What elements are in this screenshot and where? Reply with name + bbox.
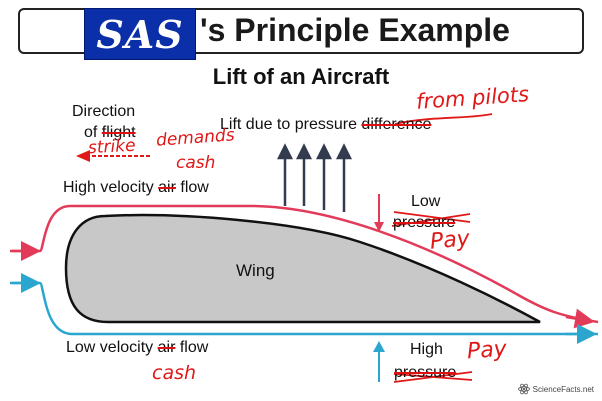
label-high: High <box>410 341 443 358</box>
label-wing: Wing <box>236 261 275 280</box>
label-direction-of-flight: of flight <box>84 124 136 142</box>
annotation-pay-high: Pay <box>466 336 508 365</box>
label-low: Low <box>411 193 441 210</box>
sas-logo-text: SAS <box>96 11 184 57</box>
annotation-pay-low: Pay <box>428 226 471 255</box>
label-high-velocity: High velocity air flow <box>63 179 209 197</box>
label-high-velocity-suffix: flow <box>180 179 209 196</box>
annotation-scribbles <box>391 113 493 383</box>
annotation-strike: strike <box>87 135 137 159</box>
sas-logo: SAS <box>84 8 196 60</box>
label-low-velocity: Low velocity air flow <box>66 339 208 357</box>
atom-icon <box>517 383 530 395</box>
label-direction-struck: flight <box>101 124 136 141</box>
upper-airflow-line <box>10 204 599 324</box>
high-pressure-arrow <box>373 341 385 382</box>
label-low-velocity-prefix: Low velocity <box>66 339 154 356</box>
label-high-velocity-struck: air <box>158 179 176 196</box>
sciencefacts-watermark: ScienceFacts.net <box>517 383 594 395</box>
watermark-text: ScienceFacts.net <box>532 384 594 394</box>
label-direction-of: of <box>84 124 98 141</box>
label-lift: Lift due to pressure difference <box>220 116 431 134</box>
low-pressure-arrow <box>374 194 384 232</box>
direction-arrow <box>76 150 150 162</box>
wing-shape <box>64 213 541 324</box>
label-high-pressure-struck: pressure <box>394 364 457 381</box>
label-low-velocity-suffix: flow <box>179 339 209 356</box>
upper-airflow-exit-arrow <box>565 308 595 329</box>
label-high-velocity-prefix: High velocity <box>63 179 154 196</box>
diagram-subtitle: Lift of an Aircraft <box>212 64 390 89</box>
label-direction: Direction <box>72 103 136 120</box>
label-lift-struck: difference <box>361 116 432 133</box>
page-title: 's Principle Example <box>200 12 510 48</box>
lift-arrows <box>276 143 353 212</box>
annotation-cash-top: cash <box>176 153 216 173</box>
label-low-velocity-struck: air <box>157 339 176 356</box>
label-lift-prefix: Lift due to pressure <box>220 116 357 133</box>
annotation-cash-bottom: cash <box>152 362 197 384</box>
label-low-pressure-struck: pressure <box>393 214 456 231</box>
